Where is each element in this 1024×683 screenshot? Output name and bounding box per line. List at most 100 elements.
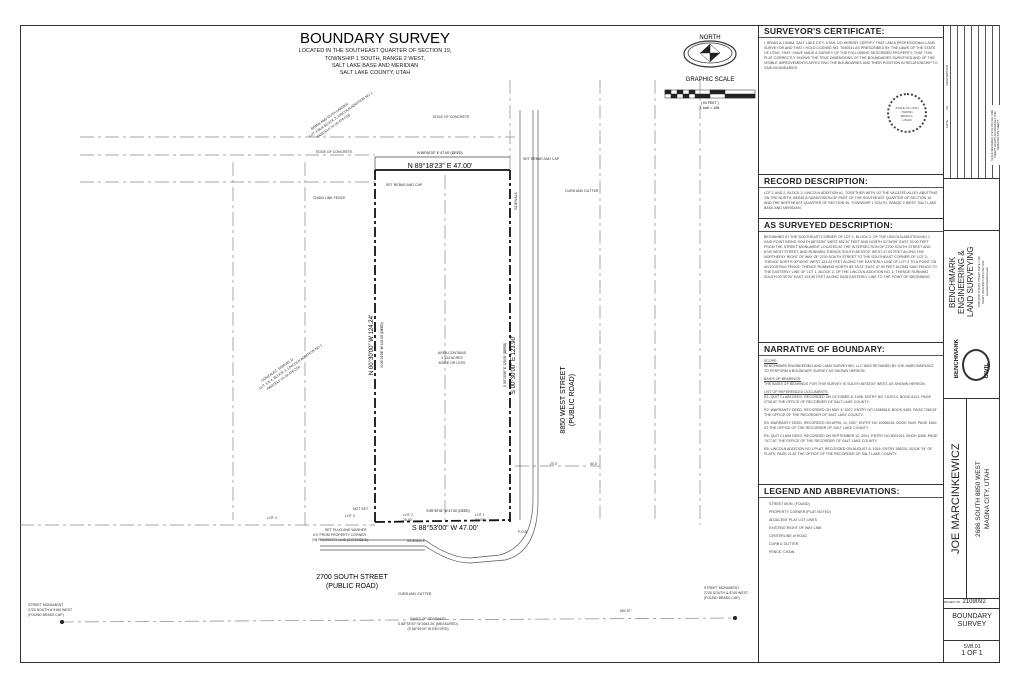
legend-item: ADJACENT PLAT LOT LINES: [769, 518, 943, 522]
address-line: 2686 SOUTH 8850 WEST: [975, 461, 982, 537]
revision-table: No. DATE DESCRIPTION SCALE MEASURES 1 IN…: [944, 25, 1000, 179]
legend-item: PROPERTY CORNER (PLAT NOTED): [769, 510, 943, 514]
certificate-text: I, BRIAN A. LINAM, SALT LAKE CITY, UTAH,…: [764, 41, 938, 70]
north-arrow-icon: [683, 40, 737, 68]
legend-list: STREET MON. (FOUND) PROPERTY CORNER (PLA…: [759, 502, 943, 554]
company-line: ENGINEERING &: [957, 250, 966, 314]
chain-fence-label: CHAIN LINK FENCE: [313, 196, 346, 200]
certificate-section: I, BRIAN A. LINAM, SALT LAKE CITY, UTAH,…: [759, 38, 943, 174]
curb-gutter-label: CURB AND GUTTER: [398, 592, 432, 596]
surveyed-text: BEGINNING AT THE SOUTHEAST CORNER OF LOT…: [764, 235, 937, 279]
docs-title: LIST OF REFERENCED DOCUMENTS:: [764, 390, 829, 394]
plug-label: 5.0' FROM PROPERTY CORNER: [313, 533, 367, 537]
company-line: BENCHMARK: [948, 256, 957, 308]
drawing-title: BOUNDARY SURVEY: [300, 30, 450, 47]
title-line: SALT LAKE BASE AND MERIDIAN: [332, 63, 418, 69]
street-name-south: 2700 SOUTH STREET: [316, 574, 388, 581]
curb-and-gutter: [320, 110, 539, 564]
address-line: SANDY, UTAH 84070 (801) 542-7192: [982, 260, 985, 304]
adjacent-lot-lines: [20, 80, 736, 623]
legend-label: ADJACENT PLAT LOT LINES: [769, 518, 817, 522]
title-line: SALT LAKE COUNTY, UTAH: [340, 70, 411, 76]
sheet-title-line: SURVEY: [957, 621, 987, 628]
monument-label: 2700 SOUTH & 9160 WEST: [28, 608, 73, 612]
record-heading: RECORD DESCRIPTION:: [759, 174, 943, 188]
street-name-south: (PUBLIC ROAD): [326, 583, 378, 590]
area-label: MORE OR LESS: [439, 361, 466, 365]
lot-label: LOT 1: [475, 513, 485, 517]
edge-concrete-label: EDGE OF CONCRETE: [433, 115, 470, 119]
lot-label: LOT 3: [345, 514, 355, 518]
scope-title: SCOPE:: [764, 359, 778, 363]
monument-label: STREET MONUMENT: [704, 586, 740, 590]
address-line: www.benchmarkcivil.com: [986, 267, 989, 297]
dimension-label: 652.57': [620, 609, 632, 613]
legend-label: FENCE, CHAIN: [769, 550, 795, 554]
notes-panel: SURVEYOR'S CERTIFICATE: I, BRIAN A. LINA…: [758, 25, 943, 663]
legend-label: PROPERTY CORNER (PLAT NOTED): [769, 510, 831, 514]
edge-concrete-label: EDGE OF CONCRETE: [316, 150, 353, 154]
scale-unit: ( IN FEET ): [701, 101, 719, 105]
monument-label: 2700 SOUTH & 8740 WEST: [704, 591, 749, 595]
area-label: AREA CONTAINS: [438, 351, 467, 355]
lot-dim: 22.00': [475, 518, 485, 522]
seal-text: BRIAN A.: [900, 114, 914, 118]
rev-header: DESCRIPTION: [945, 65, 949, 86]
doc-item: R4: QUIT CLAIM DEED, RECORDED ON SEPTEMB…: [764, 434, 938, 443]
bearing-south-deed: S 89°40'02" W 47.00' (DEED): [426, 509, 469, 513]
bearing-east: S 00°30'00" E 123.90': [511, 336, 517, 394]
graphic-scale-bar: [664, 89, 756, 99]
title-block: No. DATE DESCRIPTION SCALE MEASURES 1 IN…: [943, 25, 1000, 663]
street-monument-icon: [733, 616, 737, 620]
rebar-label: SET REBAR AND CAP: [523, 157, 560, 161]
project-number-row: PROJECT NO. 2109092: [944, 598, 1000, 609]
rebar-label: SET REBAR AND CAP: [386, 183, 423, 187]
basis-label: BASIS OF BEARINGS: [410, 617, 446, 621]
owner-label: LOT 4 BLK BLOCK 2, LINCOLN ADDITION NO 1: [308, 91, 373, 138]
plug-label: ON PROPERTY LINE (EXTENDED): [312, 538, 368, 542]
logo-text: BENCHMARK: [954, 339, 960, 379]
project-number: 2109092: [962, 599, 986, 605]
bearing-north: N 89°18'23" E 47.00': [408, 162, 472, 170]
bearing-west: N 00°30'00" W 124.24': [369, 315, 375, 375]
surveyed-heading: AS SURVEYED DESCRIPTION:: [759, 218, 943, 232]
scale-label: GRAPHIC SCALE: [686, 77, 735, 83]
bearing-south: S 88°53'00" W 47.00': [412, 524, 478, 532]
title-line: LOCATED IN THE SOUTHEAST QUARTER OF SECT…: [299, 48, 452, 54]
not-set-label: NOT SET: [353, 507, 369, 511]
doc-item: R3: WARRANTY DEED, RECORDED ON APRIL 12,…: [764, 421, 937, 430]
bearing-east-deed: S 00°19'56" E 125.00' (DEED): [503, 343, 507, 387]
rev-header: DATE: [945, 120, 949, 128]
seal-text: 7040531: [901, 110, 913, 114]
legend-label: CURB & GUTTER: [769, 542, 799, 546]
legend-item: CENTERLINE of ROAD: [769, 534, 943, 538]
pob-label: P.O.B.: [518, 530, 528, 534]
narrative-section: SCOPE: BENCHMARK ENGINEERING AND LAND SU…: [759, 356, 943, 484]
company-line: LAND SURVEYING: [966, 246, 975, 318]
monument-label: STREET MONUMENT: [28, 603, 64, 607]
scope-text: BENCHMARK ENGINEERING AND LAND SURVEYING…: [764, 364, 934, 373]
property-boundary: [374, 169, 511, 523]
basis-label: (S 88°49'00" W RECORD): [407, 627, 448, 631]
record-text: LOT 1 AND 2, BLOCK 2, LINCOLN ADDITION #…: [764, 191, 938, 210]
basis-text: THE BASIS OF BEARINGS FOR THIS SURVEY IS…: [764, 382, 926, 386]
street-monument-icon: [60, 620, 64, 624]
seal-text: STATE OF UTAH: [895, 106, 919, 110]
sheet-number: SVB.01 1 OF 1: [944, 640, 1000, 663]
bearing-north-deed: N 89°40'02" E 47.00' (DEED): [417, 151, 462, 155]
scale-note: SCALE MEASURES 1 INCH ON FULL SIZE SHEET…: [991, 105, 1000, 165]
legend-label: STREET MON. (FOUND): [769, 502, 810, 506]
area-label: 0.134 ACRES: [441, 356, 463, 360]
doc-item: R5: LINCOLN ADDITION NO 1 PLAT, RECORDED…: [764, 447, 933, 456]
legend-label: EXISTING RIGHT OF WAY LINE: [769, 526, 822, 530]
sheet-count: 1 OF 1: [961, 650, 983, 657]
bearing-west-deed: N 00°19'56" W 125.00' (DEED): [380, 322, 384, 367]
sidewalk-label: SIDEWALK: [514, 191, 518, 210]
lot-dim: 25.00': [403, 518, 413, 522]
certificate-heading: SURVEYOR'S CERTIFICATE:: [759, 25, 943, 38]
legend-item: STREET MON. (FOUND): [769, 502, 943, 506]
legend-item: EXISTING RIGHT OF WAY LINE: [769, 526, 943, 530]
